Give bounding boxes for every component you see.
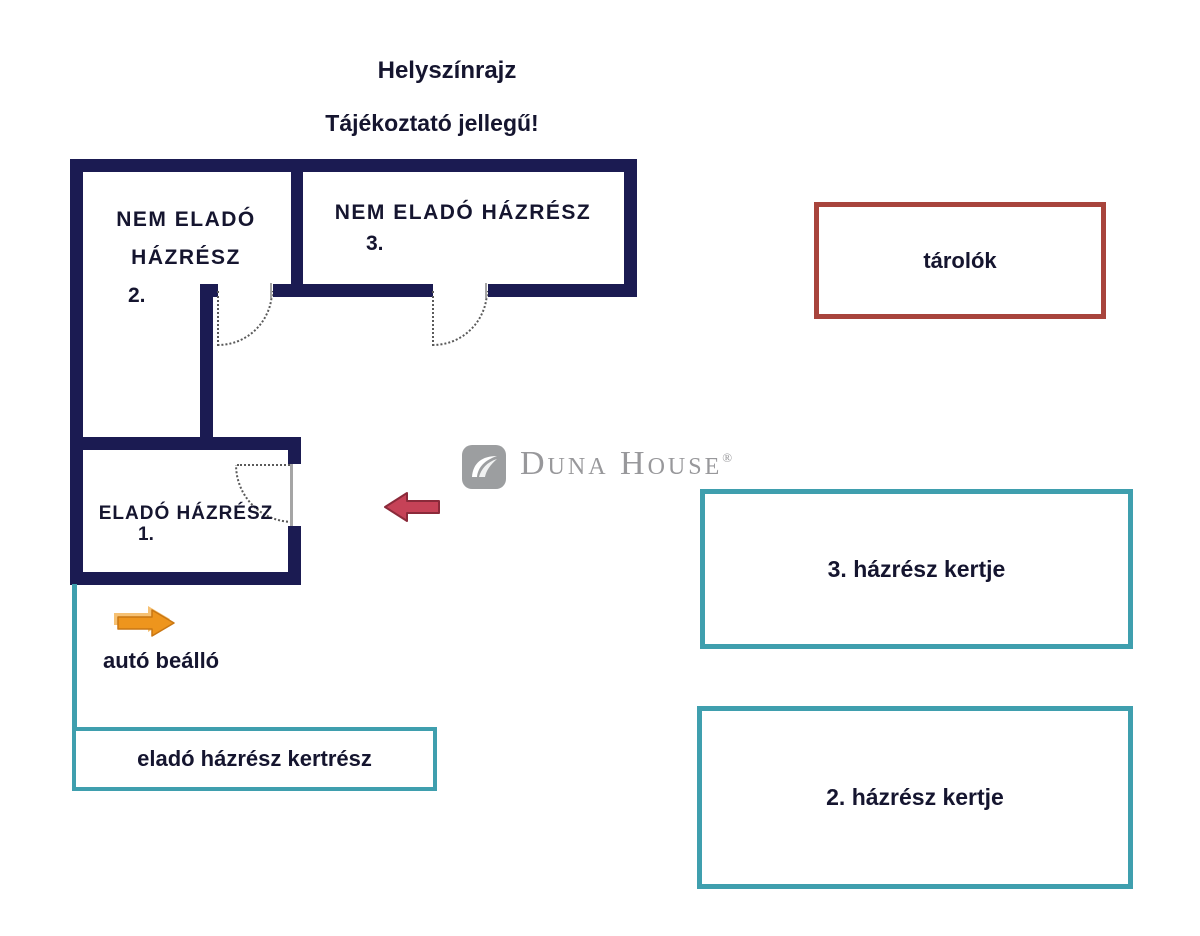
duna-house-logo-icon (462, 445, 506, 489)
door-leaf-icon (217, 291, 219, 346)
wall-left (70, 159, 83, 585)
room1-number: 1. (138, 524, 154, 545)
wall-room1-right-upper (288, 437, 301, 464)
seller-garden-label: eladó házrész kertrész (137, 746, 372, 771)
storage-label: tárolók (923, 247, 997, 273)
garden2-box: 2. házrész kertje (697, 706, 1133, 889)
wall-corridor-inner (200, 284, 213, 440)
garden2-label: 2. házrész kertje (826, 784, 1004, 810)
wall-right-top (624, 159, 637, 297)
orange-right-arrow-icon (110, 604, 176, 647)
wall-band-bottom-seg3 (488, 284, 637, 297)
room3-number: 3. (366, 232, 384, 255)
duna-house-watermark: Duna House® (462, 442, 732, 492)
garden3-label: 3. házrész kertje (827, 555, 1006, 582)
room2-label-line1: NEM ELADÓ (116, 208, 256, 231)
brand-name: Duna House (520, 445, 723, 482)
room3-label: NEM ELADÓ HÁZRÉSZ (334, 201, 592, 224)
duna-house-wordmark: Duna House® (520, 442, 732, 492)
red-left-arrow-icon (383, 491, 441, 529)
door-jamb (290, 464, 293, 526)
door-jamb (270, 283, 272, 298)
garden3-box: 3. házrész kertje (700, 489, 1133, 649)
page-subtitle: Tájékoztató jellegű! (325, 110, 539, 136)
door-leaf-icon (237, 464, 293, 466)
wall-room1-bottom (70, 572, 301, 585)
carport-label: autó beálló (103, 648, 220, 673)
wall-room1-right-lower (288, 526, 301, 585)
registered-mark: ® (722, 450, 733, 465)
room2-number: 2. (128, 284, 146, 307)
room2-label-line2: HÁZRÉSZ (131, 246, 241, 269)
door-jamb (485, 283, 487, 298)
door-leaf-icon (432, 291, 434, 346)
wall-room1-top (70, 437, 301, 450)
garden-boundary-line (72, 584, 77, 734)
page-title: Helyszínrajz (377, 57, 517, 84)
wall-divider-room2-room3 (291, 159, 303, 297)
room2-label: NEM ELADÓ HÁZRÉSZ (82, 201, 290, 277)
wall-band-bottom-seg2 (273, 284, 433, 297)
wall-top (70, 159, 637, 172)
room1-label: ELADÓ HÁZRÉSZ (98, 503, 274, 524)
storage-box: tárolók (814, 202, 1106, 319)
seller-garden-box: eladó házrész kertrész (72, 727, 437, 791)
